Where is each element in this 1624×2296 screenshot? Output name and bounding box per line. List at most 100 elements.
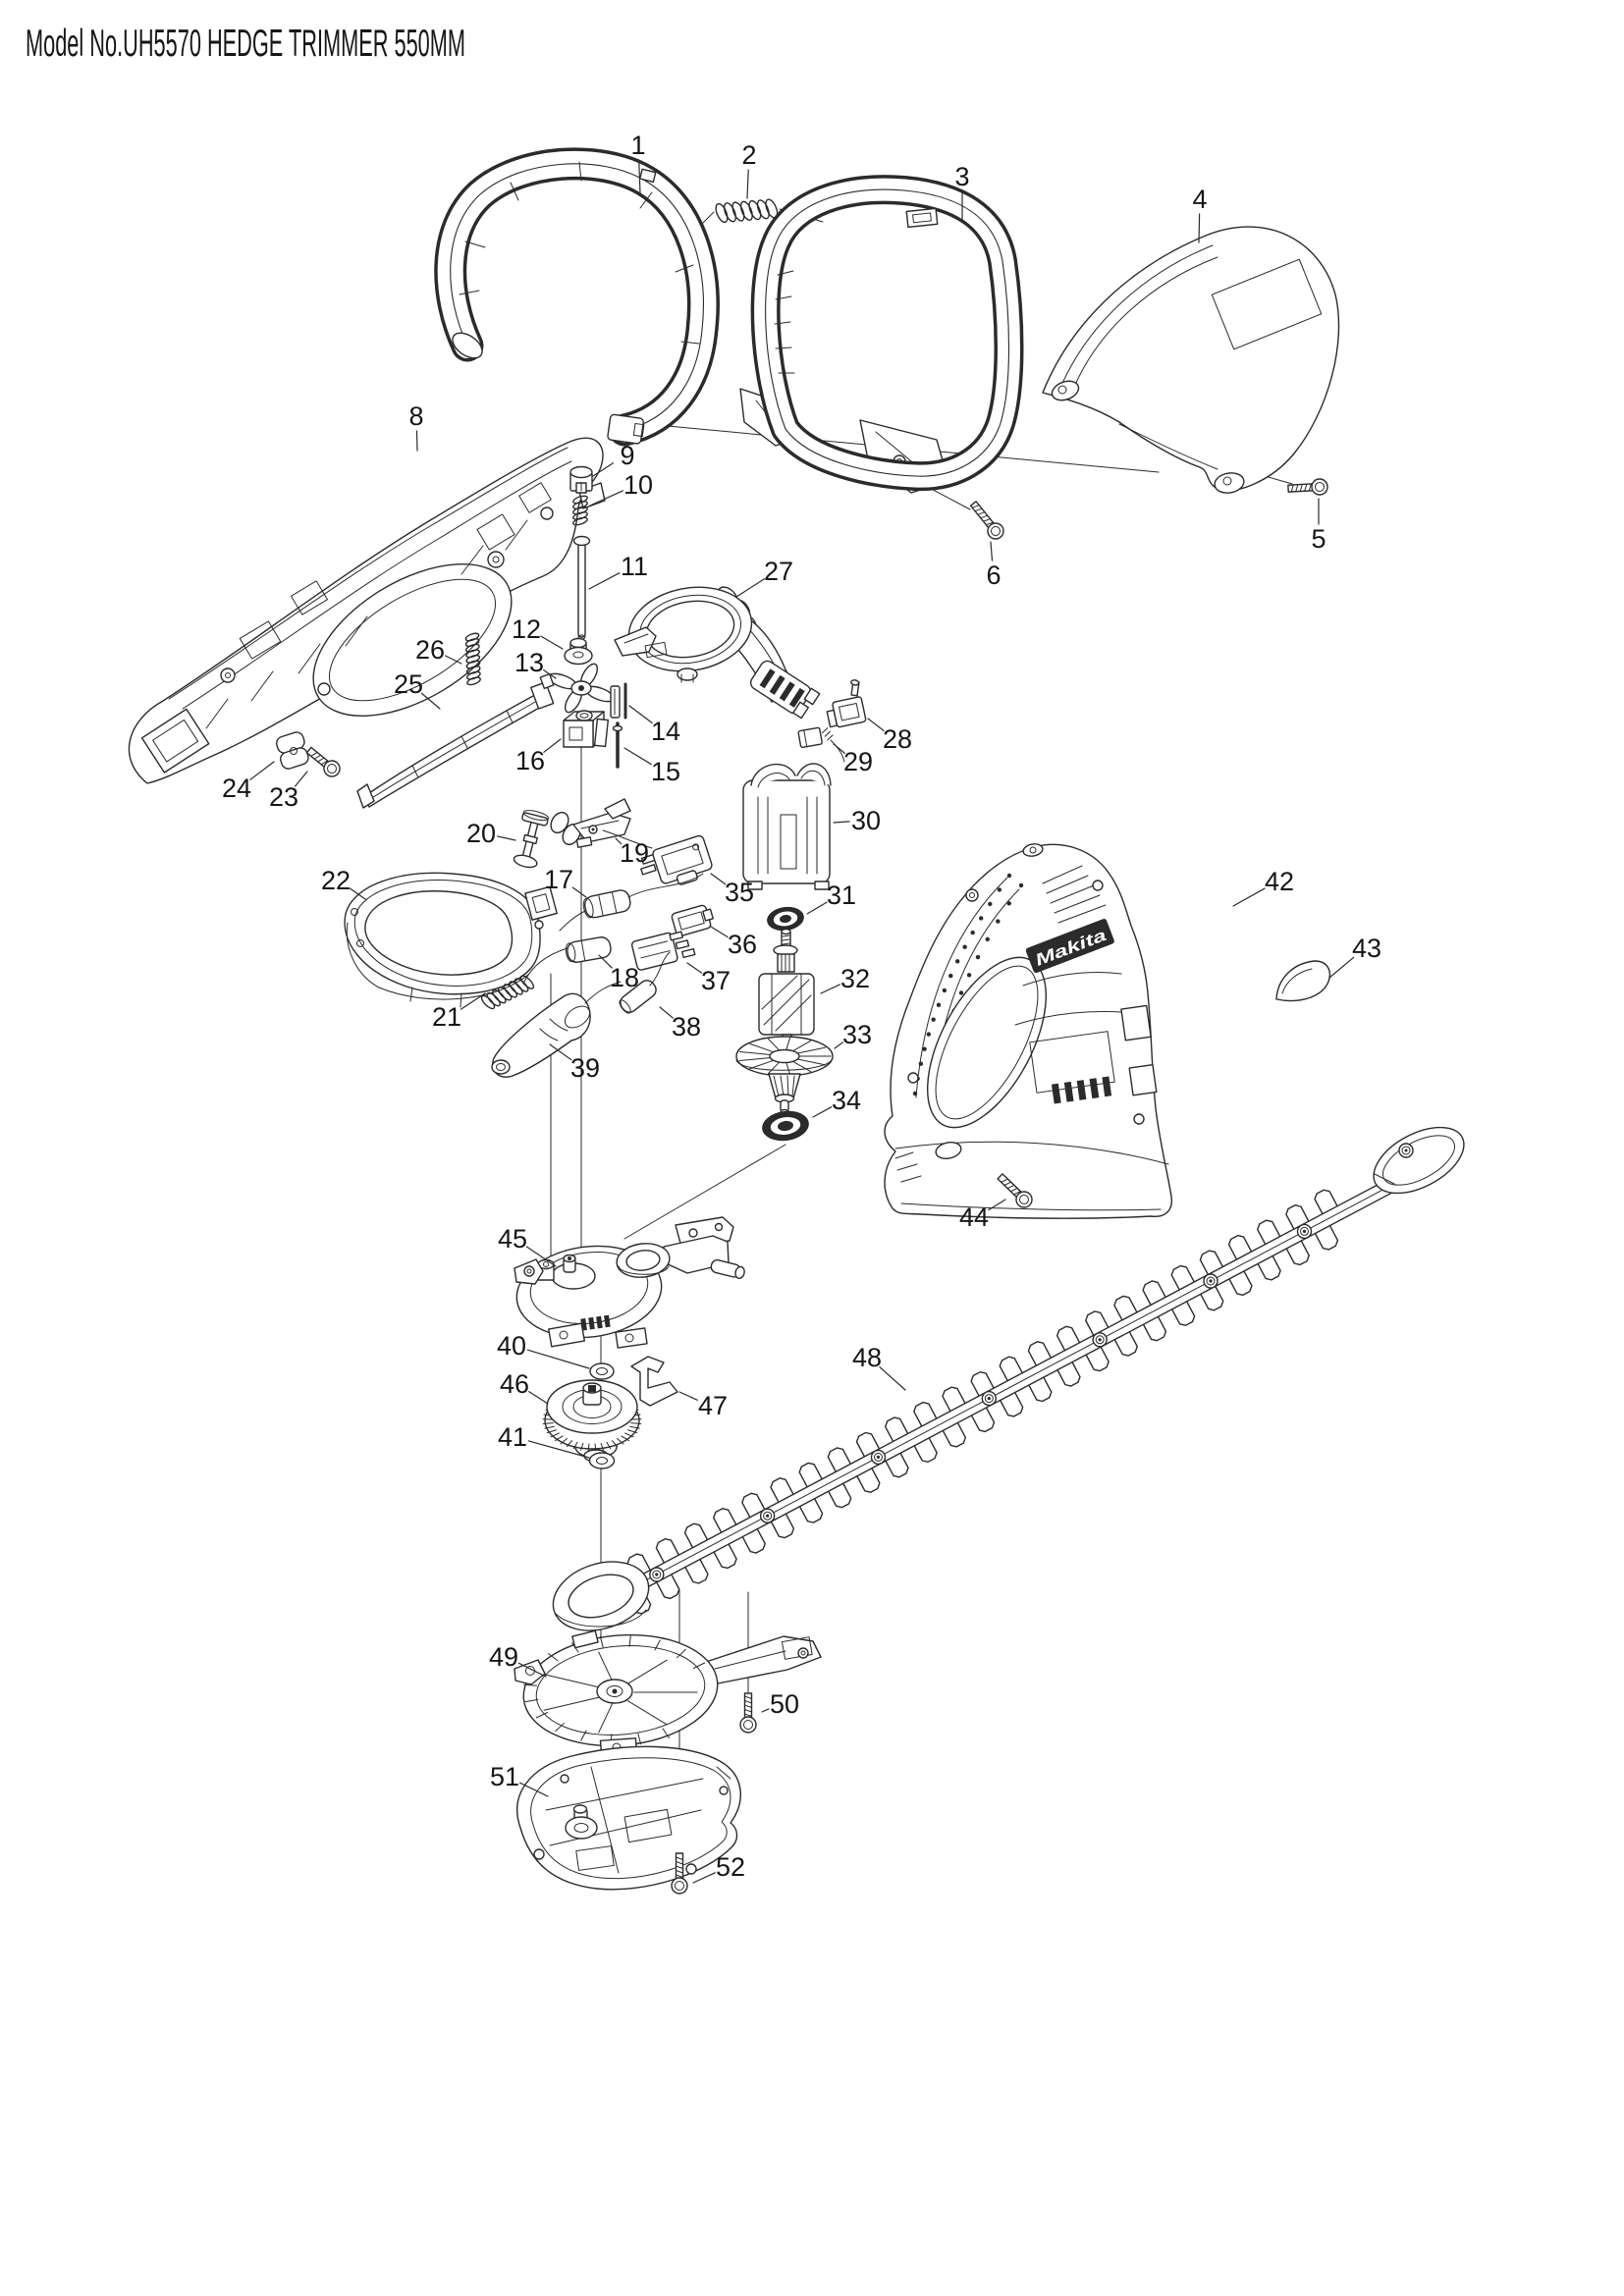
leader-line	[834, 1041, 844, 1049]
callout-45-gear-housing: 45	[498, 1224, 557, 1267]
leader-line	[543, 738, 562, 753]
part-number: 9	[620, 441, 634, 470]
callout-31-ball-bearing-upper: 31	[806, 881, 856, 915]
leader-line	[806, 901, 828, 915]
leader-line	[249, 761, 275, 780]
part-27-switch-holder	[614, 586, 821, 720]
part-20-lock-pin	[513, 810, 549, 869]
part-number: 47	[698, 1391, 728, 1420]
part-23-clamp-screw	[305, 746, 341, 777]
part-number: 52	[716, 1852, 745, 1882]
part-46-gear	[542, 1379, 642, 1463]
part-number: 33	[842, 1020, 872, 1049]
leader-line	[623, 747, 652, 766]
part-15-pin	[612, 721, 623, 769]
leader-line	[1232, 887, 1266, 907]
leader-line	[588, 572, 621, 590]
callout-22-rear-handle: 22	[321, 866, 366, 900]
part-number: 14	[651, 717, 680, 746]
callout-44-housing-screw: 44	[959, 1199, 1006, 1232]
leader-line	[525, 1246, 557, 1267]
callout-36-relay-block: 36	[710, 926, 757, 959]
part-14-flat-key	[610, 682, 627, 720]
callout-20-lock-pin: 20	[466, 819, 516, 848]
callout-35-switch: 35	[710, 873, 754, 907]
callout-47-retainer-clip: 47	[678, 1391, 728, 1420]
part-17-capacitor	[582, 889, 631, 919]
part-number: 44	[959, 1202, 989, 1232]
part-38-sleeve	[619, 980, 657, 1014]
callout-23-clamp-screw: 23	[269, 771, 308, 812]
part-4-hand-guard	[1042, 226, 1340, 494]
part-47-retainer-clip	[630, 1356, 678, 1407]
lead-wires	[523, 739, 845, 1004]
part-45-gear-housing	[514, 1216, 745, 1349]
part-number: 25	[394, 669, 423, 699]
callout-15-pin: 15	[623, 747, 680, 786]
leader-line	[678, 1391, 698, 1401]
part-52-bottom-screw	[671, 1852, 688, 1895]
part-1-loop-handle	[434, 147, 720, 447]
part-24-cord-clamp	[276, 731, 309, 770]
part-51-bottom-cover	[516, 1745, 741, 1891]
part-22-rear-handle	[344, 872, 558, 1008]
leader-line	[686, 962, 703, 974]
callout-49-gear-cover: 49	[489, 1642, 547, 1678]
part-40-washer	[589, 1362, 615, 1380]
part-number: 22	[321, 866, 351, 895]
part-number: 31	[827, 881, 856, 910]
part-number: 48	[852, 1343, 882, 1372]
leader-line	[812, 1106, 833, 1118]
leader-line	[879, 1366, 906, 1391]
part-28-brush-holder	[826, 679, 867, 728]
leader-line	[833, 743, 845, 754]
callout-42-motor-housing: 42	[1232, 867, 1294, 907]
part-number: 36	[728, 930, 757, 959]
leader-line	[592, 462, 615, 477]
leader-line	[527, 1440, 590, 1459]
callout-18-capacitor-2: 18	[598, 954, 639, 992]
part-43-cover-fin	[1275, 960, 1331, 1002]
part-number: 5	[1311, 524, 1326, 554]
leader-line	[420, 692, 441, 710]
part-33-fan-gear	[735, 1036, 834, 1116]
callout-25-handle-cover-strip: 25	[394, 669, 441, 710]
part-13-cam	[548, 663, 615, 714]
callout-8-housing-cover: 8	[408, 401, 424, 452]
part-36-relay-block	[671, 904, 714, 937]
part-number: 38	[672, 1012, 701, 1041]
part-10-compression-spring	[572, 495, 588, 526]
part-number: 26	[415, 635, 445, 665]
callout-34-ball-bearing-lower: 34	[812, 1086, 861, 1118]
part-35-switch	[640, 834, 713, 885]
part-number: 29	[843, 747, 873, 776]
part-3-front-handle	[739, 175, 1024, 494]
leader-line	[710, 873, 727, 885]
part-32-armature	[758, 928, 815, 1047]
leader-line	[528, 1391, 549, 1405]
part-26-coil-spring	[464, 632, 481, 686]
leader-line	[988, 1199, 1006, 1211]
part-number: 21	[432, 1002, 461, 1032]
leader-line	[549, 1043, 572, 1061]
part-number: 39	[570, 1053, 600, 1083]
callout-41-washer-lower: 41	[498, 1422, 590, 1459]
construction-line	[623, 1144, 786, 1240]
callout-19-lever-assembly: 19	[615, 837, 649, 868]
part-number: 42	[1265, 867, 1294, 896]
part-9-button-cap	[569, 465, 593, 494]
part-number: 51	[490, 1762, 519, 1791]
callout-29-carbon-brush: 29	[833, 743, 873, 776]
callout-26-coil-spring: 26	[415, 635, 462, 665]
leader-line	[659, 1006, 674, 1019]
callout-52-bottom-screw: 52	[692, 1852, 745, 1884]
leader-line	[710, 926, 729, 938]
leader-line	[598, 954, 613, 969]
part-16-switch-block	[563, 710, 610, 748]
callout-48-shear-blade: 48	[852, 1343, 906, 1391]
part-number: 1	[630, 131, 645, 160]
leader-line	[615, 837, 623, 845]
callout-33-fan-gear: 33	[834, 1020, 872, 1049]
